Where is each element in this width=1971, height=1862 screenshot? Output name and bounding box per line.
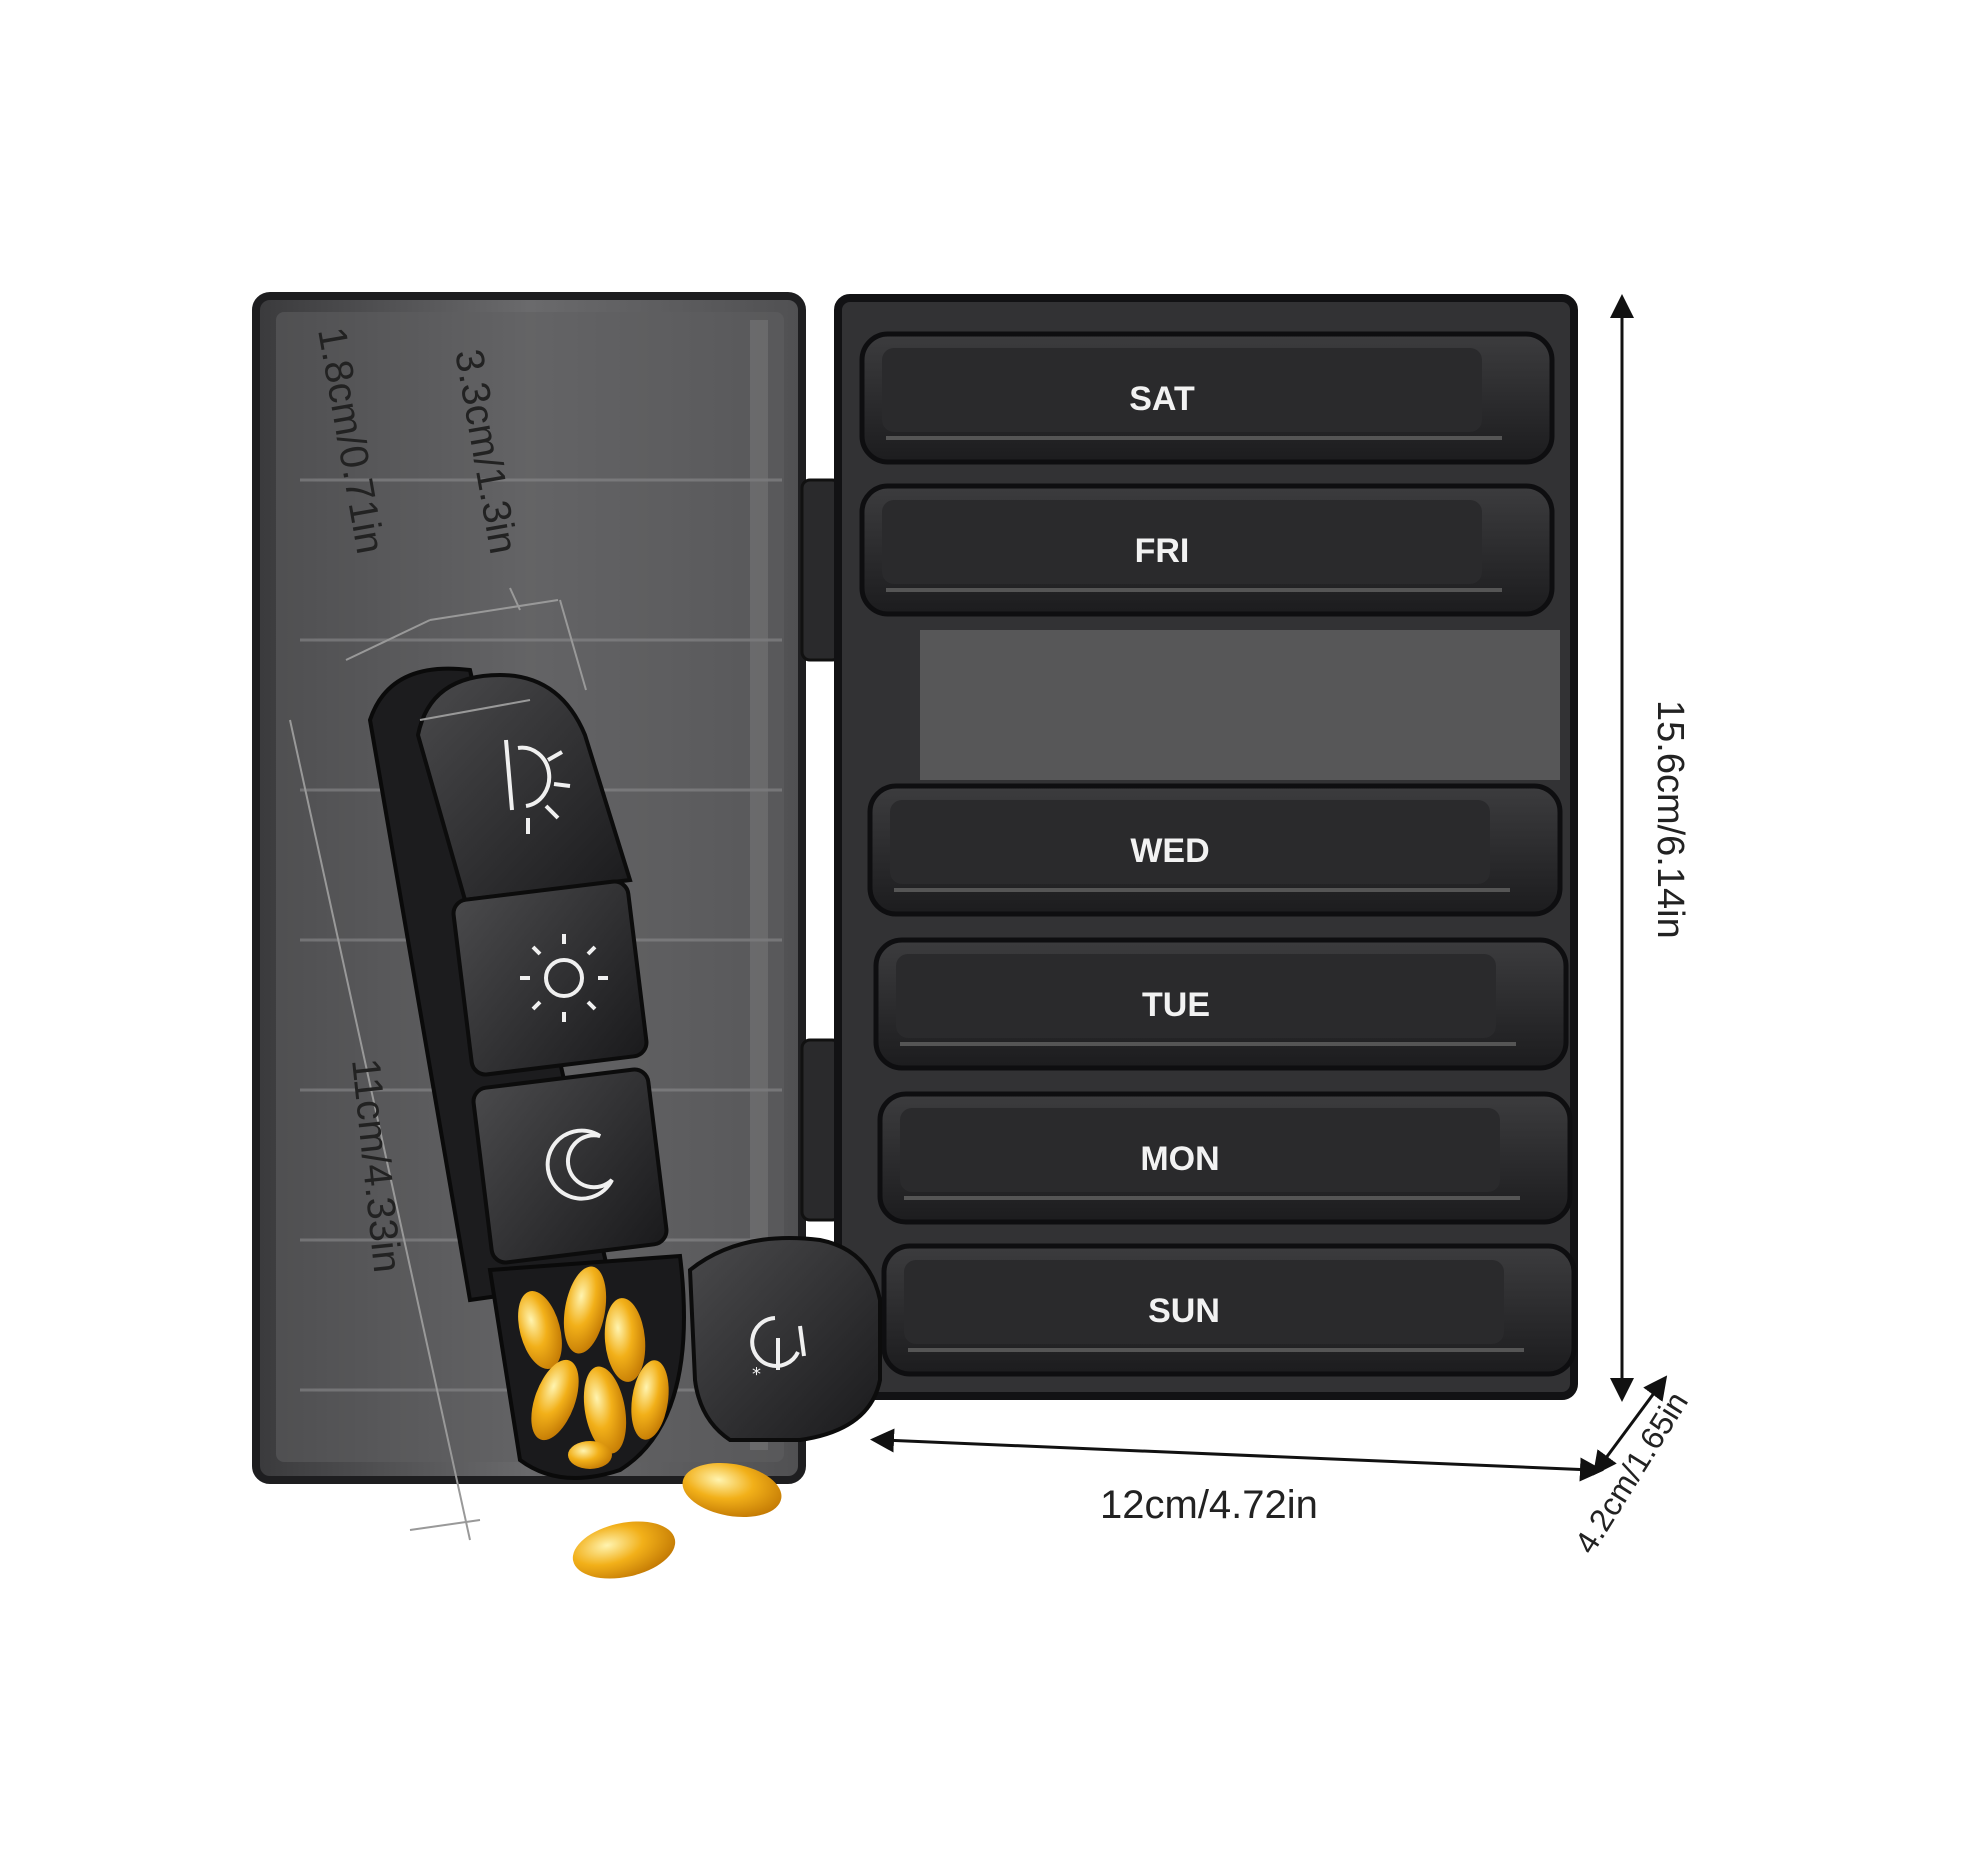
svg-text:*: * <box>752 1364 761 1385</box>
day-compartment-face <box>900 1108 1500 1192</box>
day-compartment-fri[interactable]: FRI <box>859 483 1555 617</box>
width-label: 12cm/4.72in <box>1100 1483 1318 1527</box>
strip-compartment-sun[interactable] <box>451 879 649 1077</box>
day-label-sun: SUN <box>1148 1292 1220 1330</box>
day-compartment-face <box>890 800 1490 884</box>
day-label-fri: FRI <box>1135 532 1190 570</box>
day-label-wed: WED <box>1130 832 1209 870</box>
day-compartment-sun[interactable]: SUN <box>881 1243 1577 1377</box>
depth-arrow <box>1592 1375 1668 1476</box>
day-compartment-wed[interactable]: WED <box>867 783 1563 917</box>
day-compartment-face <box>882 348 1482 432</box>
sunrise-icon <box>504 739 571 834</box>
width-arrow <box>870 1428 1604 1482</box>
pills-in-compartment <box>518 1266 669 1469</box>
day-compartment-sat[interactable]: SAT <box>859 331 1555 465</box>
strip-compartment-open[interactable] <box>487 1253 686 1480</box>
day-compartment-face <box>896 954 1496 1038</box>
day-compartment-face <box>904 1260 1504 1344</box>
hinges <box>800 478 842 1222</box>
strip-compartment-moon[interactable] <box>471 1067 669 1265</box>
dimension-guides <box>289 294 1668 1541</box>
strip-compartment-sunrise[interactable] <box>415 672 633 903</box>
strip-open-lid[interactable]: * <box>687 1236 882 1442</box>
moon-icon <box>545 1128 614 1201</box>
day-compartments: SAT FRI WED TUE MON SUN <box>859 331 1577 1377</box>
day-label-sat: SAT <box>1129 380 1195 418</box>
day-compartment-face <box>882 500 1482 584</box>
day-label-mon: MON <box>1140 1140 1219 1178</box>
depth-label: 4.2cm/1.65in <box>1567 1385 1695 1559</box>
night-moon-icon: * <box>750 1316 806 1385</box>
height-label: 15.6cm/6.14in <box>1649 700 1691 939</box>
sun-icon <box>520 934 608 1022</box>
daily-strip[interactable]: * <box>367 666 882 1480</box>
day-compartment-mon[interactable]: MON <box>877 1091 1573 1225</box>
loose-pills <box>572 1462 782 1579</box>
day-compartment-tue[interactable]: TUE <box>873 937 1569 1071</box>
day-label-tue: TUE <box>1142 986 1210 1024</box>
